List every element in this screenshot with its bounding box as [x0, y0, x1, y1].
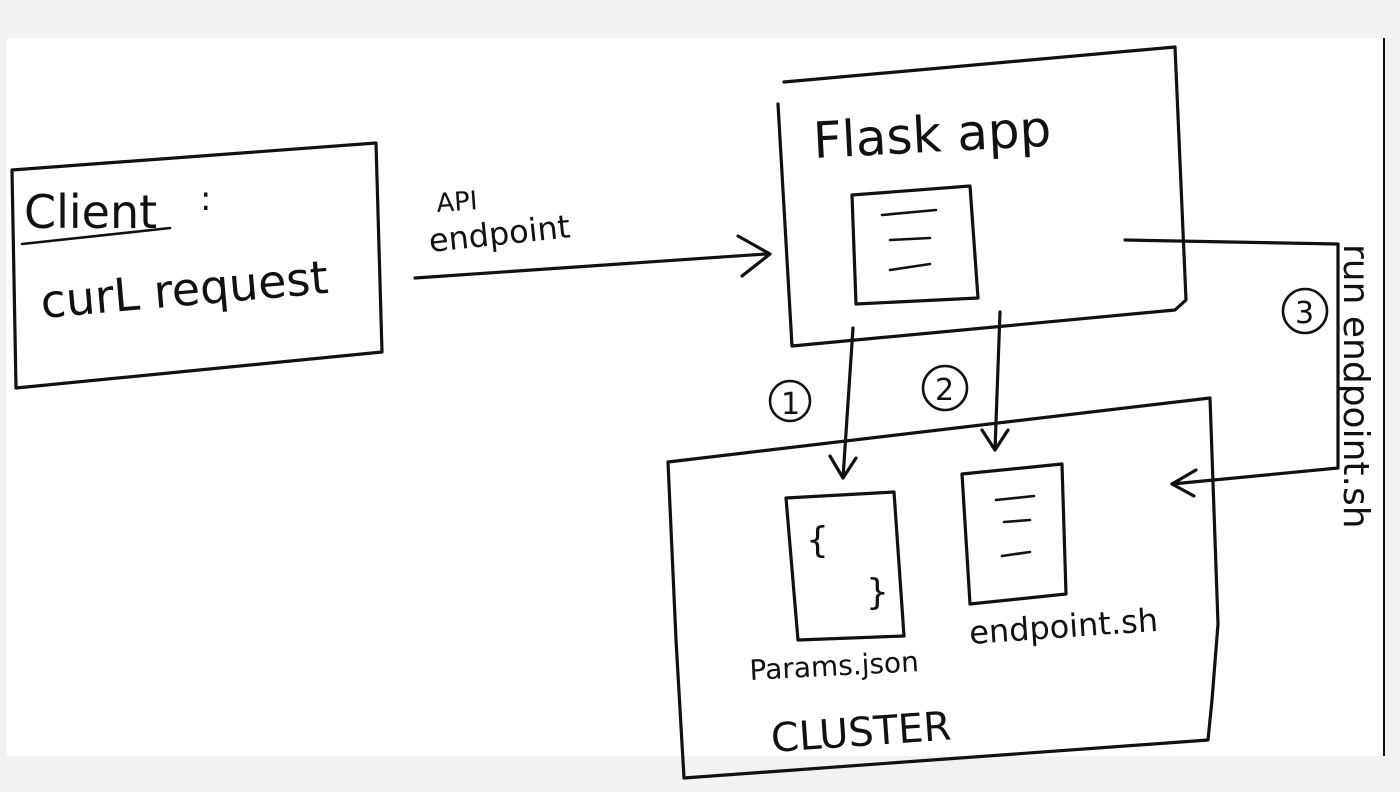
- step-2-circle: [921, 364, 969, 412]
- step-3-label: 3: [1295, 296, 1314, 331]
- client-title: Client: [24, 185, 157, 239]
- flask-app-box: Flask app: [776, 45, 1188, 348]
- cluster-box: CLUSTER { } Params.json endpoint.sh: [666, 396, 1220, 780]
- flask-app-label: Flask app: [812, 100, 1053, 170]
- client-request-text: curL request: [38, 250, 330, 329]
- flask-script-line-2: [888, 236, 932, 242]
- step-2-arrow-head: [980, 428, 1010, 452]
- api-arrow-shaft: [413, 252, 768, 280]
- run-endpoint-label: run endpoint.sh: [1335, 244, 1376, 529]
- step-1-circle: [768, 379, 812, 423]
- endpoint-script-line-2: [1002, 518, 1032, 524]
- step-3-circle: [1281, 287, 1329, 335]
- step-3-arrow-path: [1123, 238, 1340, 486]
- step-1-label: 1: [781, 387, 800, 422]
- step-2-arrow-shaft: [993, 310, 1002, 452]
- right-edge-line: [1383, 38, 1385, 756]
- step-1-arrow: 1: [768, 326, 858, 480]
- whiteboard: [7, 38, 1383, 756]
- step-1-arrow-shaft: [841, 326, 855, 480]
- flask-script-file: [850, 184, 980, 306]
- params-file: [784, 490, 906, 642]
- api-endpoint-arrow: API endpoint: [413, 186, 772, 280]
- endpoint-script-line-3: [1000, 550, 1032, 558]
- step-2-arrow: 2: [921, 310, 1010, 452]
- flask-script-line-3: [888, 262, 932, 272]
- params-brace-close: }: [866, 572, 889, 613]
- step-1-arrow-head: [828, 454, 858, 480]
- cluster-label: CLUSTER: [769, 704, 952, 762]
- flask-script-line-1: [880, 208, 938, 217]
- step-2-label: 2: [935, 373, 954, 408]
- client-colon: :: [200, 179, 211, 219]
- client-title-underline: [20, 226, 172, 246]
- api-label-top: API: [435, 186, 478, 219]
- endpoint-file-label: endpoint.sh: [968, 601, 1159, 652]
- api-arrow-head: [736, 234, 772, 278]
- params-file-label: Params.json: [749, 645, 920, 687]
- client-box: Client : curL request: [10, 141, 384, 390]
- step-3-arrow-head: [1170, 468, 1198, 498]
- params-brace-open: {: [806, 520, 829, 561]
- step-3-arrow: 3 run endpoint.sh: [1123, 238, 1376, 529]
- endpoint-script-file: [960, 462, 1068, 606]
- endpoint-script-line-1: [994, 494, 1036, 502]
